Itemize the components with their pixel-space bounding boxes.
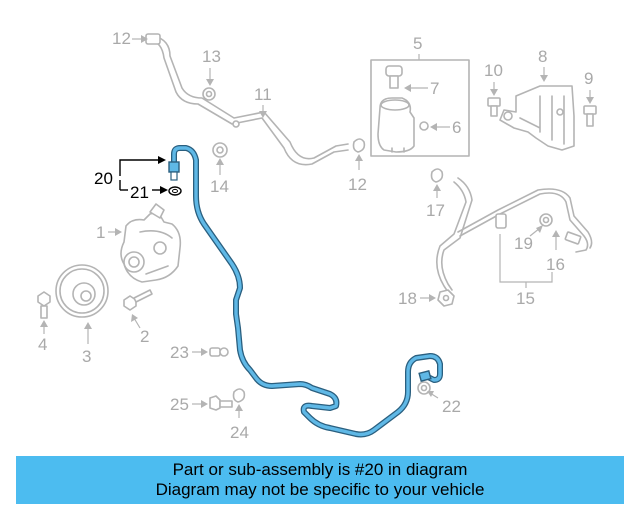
return-line-assembly bbox=[145, 33, 349, 166]
label-12-middle: 12 bbox=[348, 138, 367, 194]
label-24: 24 bbox=[230, 388, 249, 442]
svg-text:18: 18 bbox=[398, 289, 417, 308]
label-21: 21 bbox=[120, 183, 168, 202]
svg-text:7: 7 bbox=[430, 79, 439, 98]
svg-text:23: 23 bbox=[170, 343, 189, 362]
svg-text:22: 22 bbox=[442, 397, 461, 416]
label-23: 23 bbox=[170, 343, 229, 362]
banner-line-disclaimer: Diagram may not be specific to your vehi… bbox=[155, 480, 485, 499]
svg-text:8: 8 bbox=[538, 47, 547, 66]
svg-text:15: 15 bbox=[516, 289, 535, 308]
label-12-top: 12 bbox=[112, 29, 148, 48]
svg-text:1: 1 bbox=[96, 223, 105, 242]
svg-text:20: 20 bbox=[94, 169, 113, 188]
label-13: 13 bbox=[202, 47, 221, 101]
pump-group: 1 3 4 2 bbox=[37, 203, 182, 366]
svg-text:13: 13 bbox=[202, 47, 221, 66]
svg-text:25: 25 bbox=[170, 395, 189, 414]
svg-text:4: 4 bbox=[38, 335, 47, 354]
svg-text:2: 2 bbox=[140, 327, 149, 346]
reservoir-group: 5 7 6 bbox=[370, 34, 470, 157]
svg-text:16: 16 bbox=[546, 255, 565, 274]
svg-text:9: 9 bbox=[584, 69, 593, 88]
svg-text:11: 11 bbox=[254, 85, 272, 104]
svg-text:12: 12 bbox=[112, 29, 131, 48]
pressure-hose-part-20 bbox=[168, 145, 443, 438]
label-18: 18 bbox=[398, 289, 455, 308]
banner-line-part: Part or sub-assembly is #20 in diagram bbox=[172, 460, 468, 479]
label-22: 22 bbox=[417, 381, 461, 416]
svg-text:19: 19 bbox=[514, 234, 533, 253]
svg-text:12: 12 bbox=[348, 175, 367, 194]
label-20: 20 bbox=[94, 156, 166, 190]
info-banner: Part or sub-assembly is #20 in diagram D… bbox=[16, 456, 624, 504]
label-11: 11 bbox=[254, 85, 272, 118]
svg-text:17: 17 bbox=[426, 201, 445, 220]
svg-text:3: 3 bbox=[82, 347, 91, 366]
svg-text:21: 21 bbox=[130, 183, 149, 202]
label-14: 14 bbox=[210, 142, 229, 196]
parts-diagram: 12 13 11 14 12 5 bbox=[37, 29, 597, 442]
cooler-lines: 17 15 19 16 bbox=[426, 168, 593, 308]
label-25: 25 bbox=[170, 395, 233, 414]
svg-text:24: 24 bbox=[230, 423, 249, 442]
svg-text:6: 6 bbox=[452, 118, 461, 137]
svg-text:10: 10 bbox=[484, 61, 503, 80]
bracket-group: 8 10 9 bbox=[484, 47, 597, 151]
svg-text:14: 14 bbox=[210, 177, 229, 196]
svg-text:5: 5 bbox=[413, 34, 422, 53]
